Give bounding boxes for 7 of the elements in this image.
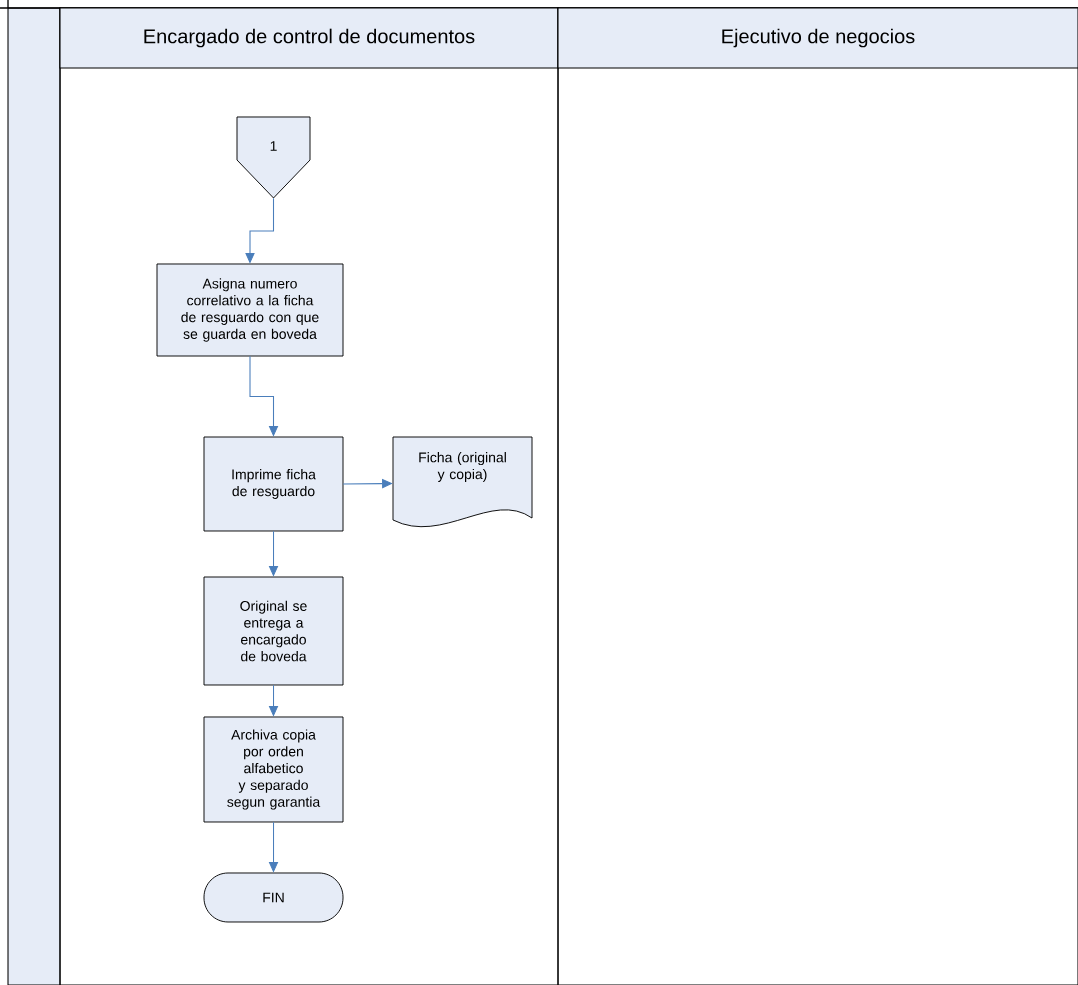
process-box: Original se entrega a encargado de boveda <box>203 576 344 686</box>
off-page-connector: 1 <box>236 116 311 199</box>
terminator: FIN <box>203 872 344 923</box>
process-box: Archiva copia por orden alfabetico y separado segun garantia <box>203 716 344 823</box>
swimlane: Ejecutivo de negocios <box>557 7 1078 985</box>
process-box: Imprime ficha de resguardo <box>203 436 344 532</box>
process-box: Asigna numero correlativo a la ficha de resguardo con que se guarda en boveda <box>156 263 344 357</box>
